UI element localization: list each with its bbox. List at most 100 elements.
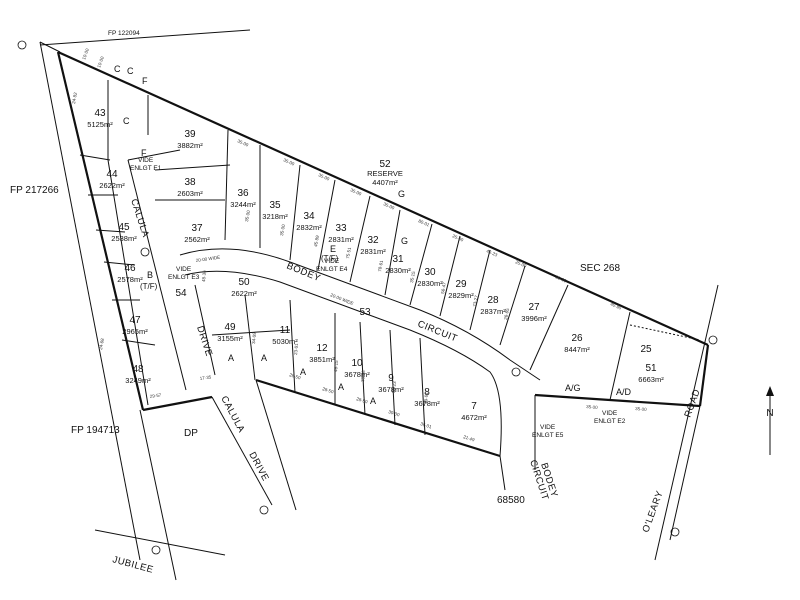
lot-area: 3678m² — [378, 385, 404, 394]
road-calula-top: CALULA — [128, 198, 151, 240]
lot-number: 44 — [106, 169, 118, 180]
survey-mark — [151, 545, 161, 555]
dimension-label: 26·65 — [503, 307, 510, 320]
road-drive-bottom: DRIVE — [246, 450, 271, 483]
lot-area: 3678m² — [344, 370, 370, 379]
context-line — [39, 41, 141, 561]
lot-line — [79, 154, 111, 161]
lot-area: 6663m² — [638, 375, 664, 384]
dimension-label: 48·36 — [201, 270, 207, 282]
dimension-label: 35·00 — [635, 406, 647, 412]
lot-line — [529, 284, 569, 371]
lot-line — [609, 311, 631, 401]
easement-letter: A/D — [616, 387, 632, 397]
easement-ref: ENLGT E1 — [130, 165, 162, 172]
dimension-label: 35·00 — [279, 223, 286, 236]
dimension-label: 40·95 — [610, 301, 623, 310]
easement-letter: C — [127, 66, 134, 76]
dimension-label: 24·82 — [71, 91, 78, 104]
dp-number: 68580 — [497, 495, 525, 506]
bodey-circuit-stub-1 — [499, 455, 506, 491]
lot-area: 3244m² — [230, 200, 256, 209]
easement-ref: ENLGT E2 — [594, 418, 626, 425]
lot-area: 3155m² — [217, 334, 243, 343]
easement-letter: A — [338, 382, 344, 392]
lot-number: 29 — [455, 279, 467, 290]
fp-top-label: FP 122094 — [108, 30, 140, 37]
survey-mark — [708, 335, 718, 345]
lot-line — [103, 261, 136, 266]
oleary-edge-1 — [654, 284, 719, 561]
dimension-label: 35·00 — [383, 201, 396, 210]
lot-line — [154, 164, 231, 171]
lot-25-number: 25 — [640, 344, 652, 355]
easement-vide: VIDE — [602, 410, 618, 417]
dimension-label: 28·50 — [322, 386, 335, 394]
easement-letter: C — [123, 116, 130, 126]
dimension-label: 38·68 — [360, 370, 366, 382]
dimension-annotations: 10·00 10·00 24·82 35·00 35·00 35·00 35·00 35·00… — [71, 47, 647, 442]
lot-area: 2831m² — [328, 235, 354, 244]
reserve-area: 4407m² — [372, 178, 398, 187]
road-calula-bottom: CALULA — [218, 394, 247, 435]
lot-line — [244, 294, 256, 381]
road-width-note: 20·00 WIDE — [330, 292, 355, 306]
lot-number: 35 — [269, 200, 281, 211]
dimension-label: 35·00 — [237, 138, 250, 147]
north-arrow: N — [766, 386, 774, 455]
lot-number: 27 — [528, 302, 540, 313]
easement-letter: F — [142, 76, 148, 86]
dimension-label: 24·68 — [98, 337, 105, 350]
lot-area: 2603m² — [177, 189, 203, 198]
southeast-boundary — [534, 393, 701, 408]
dimension-label: 30·00 — [388, 409, 401, 417]
calula-stub-2 — [255, 379, 297, 511]
dimension-label: 36·01 — [420, 421, 433, 429]
lot-line — [469, 249, 491, 331]
lot-line — [629, 324, 701, 341]
lot-line — [121, 339, 156, 346]
easement-letter: A — [228, 353, 234, 363]
calula-stub-1 — [211, 396, 273, 506]
easement-letter: F — [141, 148, 147, 158]
lot-number: 45 — [118, 222, 130, 233]
dimension-label: 46·23 — [486, 248, 499, 257]
dimension-label: 10·00 — [96, 55, 105, 68]
road-circuit: CIRCUIT — [416, 319, 459, 345]
dimension-label: 80·01 — [418, 218, 431, 227]
lot-number: 49 — [224, 322, 236, 333]
easement-vide: VIDE — [176, 266, 192, 273]
lot-area: 2538m² — [111, 234, 137, 243]
easement-letter: B — [147, 270, 153, 280]
lot-area: 3218m² — [262, 212, 288, 221]
lot-number: 9 — [388, 373, 394, 384]
dimension-label: 25·00 — [515, 259, 528, 268]
dimension-label: 40·61 — [423, 392, 429, 404]
southwest-boundary — [142, 395, 213, 412]
south-boundary — [255, 378, 501, 458]
lot-line — [127, 149, 181, 161]
dimension-label: 35·00 — [586, 404, 598, 410]
lot-area: 4672m² — [461, 413, 487, 422]
lot-area: 3249m² — [125, 376, 151, 385]
lot-line — [317, 179, 336, 271]
dimension-label: 28·50 — [356, 396, 369, 404]
lot-number: 10 — [351, 358, 363, 369]
survey-mark — [17, 40, 27, 50]
lot-line — [289, 164, 301, 261]
dimension-label: 35·00 — [350, 187, 363, 196]
lot-number: 37 — [191, 223, 203, 234]
lot-number: 39 — [184, 129, 196, 140]
dimension-label: 35·00 — [244, 209, 251, 222]
lot-number: 38 — [184, 177, 196, 188]
north-label: N — [766, 408, 773, 419]
dimension-label: 46·15 — [333, 360, 339, 372]
oleary-edge-2 — [669, 405, 701, 541]
lot-line — [289, 299, 296, 394]
lot-number: 36 — [237, 188, 249, 199]
easement-letter: (T/F) — [140, 282, 158, 291]
lot-number: 48 — [132, 364, 144, 375]
dimension-label: 10·00 — [81, 47, 90, 60]
easement-ref: ENLGT E5 — [532, 432, 564, 439]
